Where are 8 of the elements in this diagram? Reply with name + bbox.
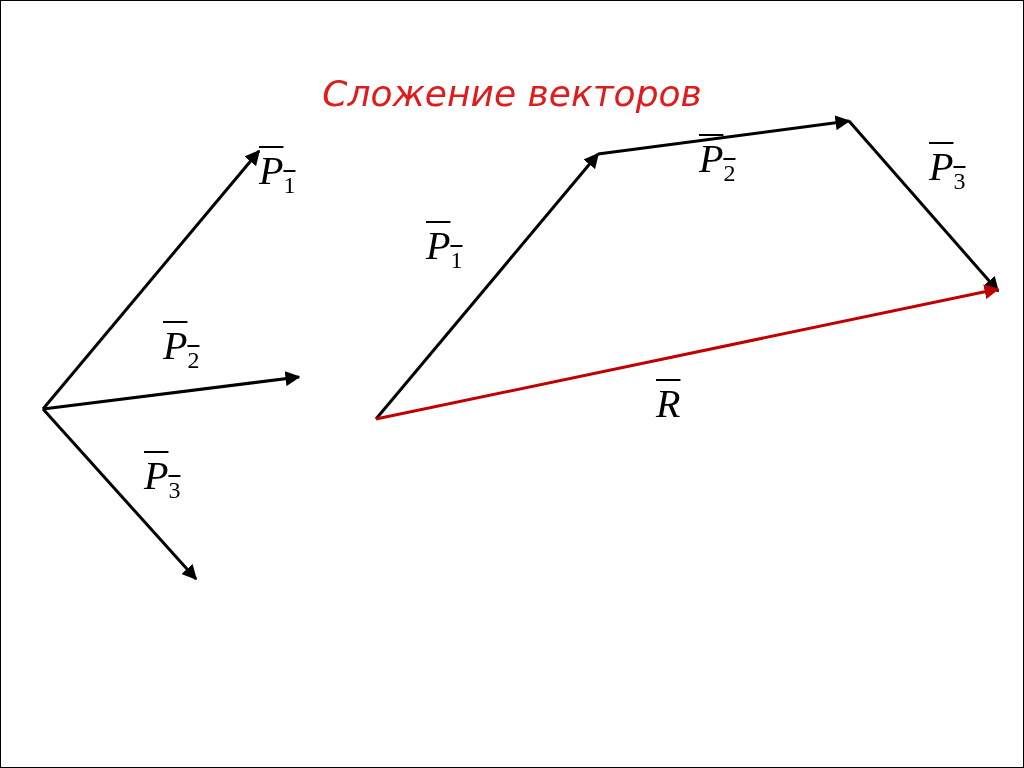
vector-label: P$_{3}$	[929, 147, 966, 193]
vector-label: P$_{1}$	[426, 226, 463, 272]
vector-label: P$_{3}$	[144, 456, 181, 502]
vector-label: P$_{1}$	[259, 151, 296, 197]
vector-label: P$_{2}$	[699, 139, 736, 185]
vector-label: P$_{2}$	[163, 326, 200, 372]
title: Сложение векторов	[321, 73, 703, 114]
vector-label: R	[656, 384, 681, 424]
